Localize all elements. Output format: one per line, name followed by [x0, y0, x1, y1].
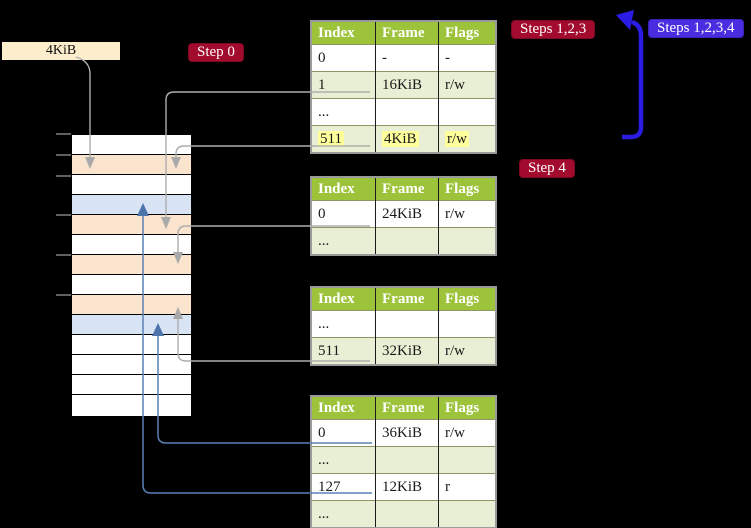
- index-cell: ...: [311, 500, 376, 528]
- frame-cell: [375, 446, 439, 474]
- table-row: ...: [311, 310, 496, 338]
- memory-frame-row: [72, 275, 191, 295]
- step-0-label: Step 0: [188, 43, 244, 62]
- memory-frame-row: [72, 155, 191, 175]
- table-row: 127 12KiB r: [311, 473, 496, 501]
- page-size-box: 4KiB: [2, 42, 120, 60]
- column-header: Frame: [375, 287, 439, 311]
- index-cell: ...: [311, 310, 376, 338]
- table-row: ...: [311, 98, 496, 126]
- column-header: Index: [311, 287, 376, 311]
- frame-cell: 32KiB: [375, 337, 439, 365]
- memory-frame-row: [72, 395, 191, 415]
- column-header: Flags: [438, 287, 496, 311]
- table-row: 1 16KiB r/w: [311, 71, 496, 99]
- flags-cell: r/w: [438, 200, 496, 228]
- arrowhead-up-left-icon: [616, 10, 634, 30]
- frame-cell: [375, 310, 439, 338]
- column-header: Flags: [438, 177, 496, 201]
- flags-cell: r/w: [438, 337, 496, 365]
- physical-memory-column: [71, 134, 192, 417]
- memory-frame-row: [72, 295, 191, 315]
- frame-cell: -: [375, 44, 439, 72]
- memory-frame-row: [72, 175, 191, 195]
- table-row: 0 36KiB r/w: [311, 419, 496, 447]
- table-row: ...: [311, 500, 496, 528]
- index-cell: 0: [311, 419, 376, 447]
- index-cell: 1: [311, 71, 376, 99]
- flags-cell: r/w: [438, 71, 496, 99]
- memory-frame-row: [72, 375, 191, 395]
- flags-cell: r/w: [438, 419, 496, 447]
- table-row: 0 - -: [311, 44, 496, 72]
- flags-cell: r/w: [438, 125, 496, 153]
- arrow-loop-to-steps-label: [622, 19, 644, 140]
- frame-cell: 16KiB: [375, 71, 439, 99]
- memory-frame-row: [72, 255, 191, 275]
- steps-1234-label: Steps 1,2,3,4: [648, 19, 744, 38]
- column-header: Index: [311, 177, 376, 201]
- column-header: Flags: [438, 396, 496, 420]
- index-cell: ...: [311, 98, 376, 126]
- frame-cell: 12KiB: [375, 473, 439, 501]
- highlight-mark: 511: [318, 130, 344, 147]
- index-cell: ...: [311, 227, 376, 255]
- column-header: Flags: [438, 21, 496, 45]
- table-row: 0 24KiB r/w: [311, 200, 496, 228]
- index-cell: 0: [311, 44, 376, 72]
- frame-cell: 36KiB: [375, 419, 439, 447]
- page-table-mid-2: Index Frame Flags ... 511 32KiB r/w: [310, 286, 497, 366]
- page-table-bottom: Index Frame Flags 0 36KiB r/w ... 127 12…: [310, 395, 497, 528]
- frame-cell: 4KiB: [375, 125, 439, 153]
- index-cell: 127: [311, 473, 376, 501]
- index-cell: 0: [311, 200, 376, 228]
- index-cell: ...: [311, 446, 376, 474]
- column-header: Index: [311, 21, 376, 45]
- table-row: 511 32KiB r/w: [311, 337, 496, 365]
- table-row: ...: [311, 227, 496, 255]
- flags-cell: -: [438, 44, 496, 72]
- index-cell: 511: [311, 337, 376, 365]
- table-row-highlighted: 511 4KiB r/w: [311, 125, 496, 153]
- page-table-top: Index Frame Flags 0 - - 1 16KiB r/w ... …: [310, 20, 497, 154]
- page-table-mid-1: Index Frame Flags 0 24KiB r/w ...: [310, 176, 497, 256]
- flags-cell: r: [438, 473, 496, 501]
- memory-frame-row: [72, 195, 191, 215]
- flags-cell: [438, 227, 496, 255]
- step-4-label: Step 4: [519, 159, 575, 178]
- column-header: Index: [311, 396, 376, 420]
- highlight-mark: r/w: [445, 130, 469, 147]
- flags-cell: [438, 310, 496, 338]
- frame-cell: [375, 500, 439, 528]
- frame-cell: 24KiB: [375, 200, 439, 228]
- memory-frame-row: [72, 315, 191, 335]
- frame-cell: [375, 98, 439, 126]
- table-row: ...: [311, 446, 496, 474]
- memory-frame-row: [72, 135, 191, 155]
- memory-frame-row: [72, 355, 191, 375]
- frame-cell: [375, 227, 439, 255]
- memory-frame-row: [72, 335, 191, 355]
- flags-cell: [438, 446, 496, 474]
- memory-frame-row: [72, 215, 191, 235]
- column-header: Frame: [375, 21, 439, 45]
- highlight-mark: 4KiB: [382, 130, 419, 147]
- steps-123-label: Steps 1,2,3: [511, 20, 596, 39]
- column-header: Frame: [375, 177, 439, 201]
- column-header: Frame: [375, 396, 439, 420]
- flags-cell: [438, 98, 496, 126]
- memory-boundary-ticks: [56, 133, 71, 296]
- index-cell: 511: [311, 125, 376, 153]
- flags-cell: [438, 500, 496, 528]
- memory-frame-row: [72, 235, 191, 255]
